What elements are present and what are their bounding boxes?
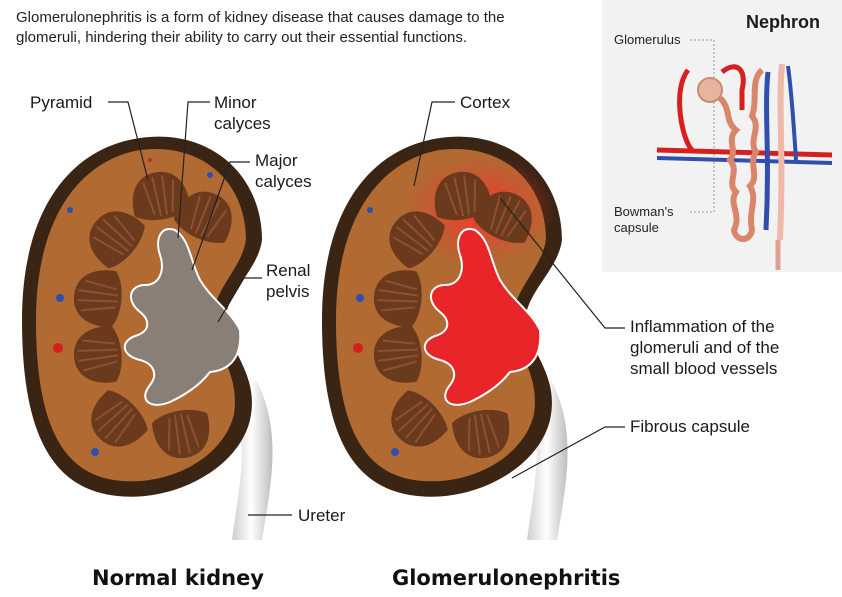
- label-pyramid: Pyramid: [30, 92, 92, 113]
- label-renal-pelvis-line2: pelvis: [266, 281, 309, 302]
- caption-normal-kidney: Normal kidney: [92, 566, 264, 590]
- label-minor-calyces-line1: Minor: [214, 92, 257, 113]
- inflamed-kidney: [322, 137, 568, 540]
- nephron-diagram: [602, 0, 842, 272]
- label-inflammation-line2: glomeruli and of the: [630, 337, 779, 358]
- label-fibrous-capsule: Fibrous capsule: [630, 416, 750, 437]
- caption-glomerulonephritis: Glomerulonephritis: [392, 566, 620, 590]
- label-minor-calyces-line2: calyces: [214, 113, 271, 134]
- label-ureter: Ureter: [298, 505, 345, 526]
- label-inflammation-line1: Inflammation of the: [630, 316, 775, 337]
- nephron-inset: Nephron Glomerulus Bowman's capsule: [602, 0, 842, 272]
- label-major-calyces-line1: Major: [255, 150, 298, 171]
- label-cortex: Cortex: [460, 92, 510, 113]
- label-inflammation-line3: small blood vessels: [630, 358, 777, 379]
- normal-kidney: [22, 137, 273, 540]
- label-major-calyces-line2: calyces: [255, 171, 312, 192]
- label-renal-pelvis-line1: Renal: [266, 260, 310, 281]
